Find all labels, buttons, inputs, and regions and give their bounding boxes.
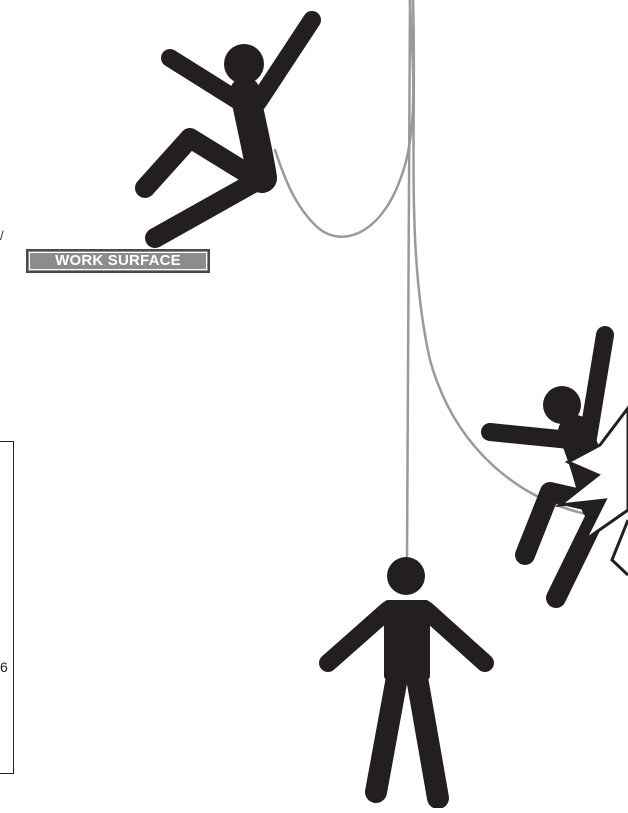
suspended-worker-leg-left [376,672,398,792]
falling-worker-leg-front [155,178,262,238]
suspended-worker-head [387,557,425,595]
suspended-worker-arm-right [426,610,485,663]
impact-burst-crack [612,520,628,575]
edge-fragment-side: 6 [0,659,8,675]
suspended-worker-leg-right [416,672,438,798]
work-surface-label: WORK SURFACE [26,249,210,273]
anchor-lines [275,0,590,560]
falling-worker-arm-right [258,20,312,102]
suspended-worker-arm-left [328,610,388,663]
falling-worker-figure [145,20,312,238]
edge-fragment-top: / [0,228,4,243]
swing-worker-arm-right [588,335,605,438]
swing-worker-arm-left [490,432,570,440]
lanyard-suspended-worker [407,0,410,560]
side-panel-frame [0,441,14,774]
suspended-worker-figure [328,557,485,798]
falling-worker-leg-back [145,138,250,188]
